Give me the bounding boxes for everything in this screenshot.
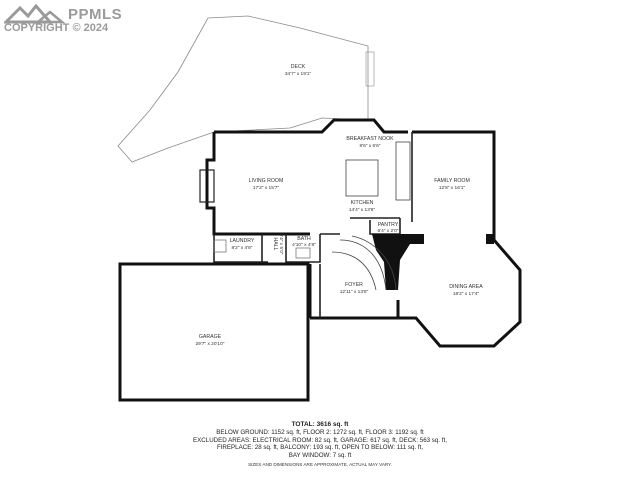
room-label-living-room: LIVING ROOM — [249, 178, 284, 184]
room-dims-laundry: 8'2" x 4'8" — [232, 245, 253, 251]
watermark-brand: PPMLS — [68, 6, 123, 23]
room-label-family-room: FAMILY ROOM — [434, 178, 470, 184]
deck-area — [117, 15, 369, 163]
room-dims-pantry: 6'4" x 2'0" — [378, 228, 399, 234]
room-label-bath: BATH — [297, 236, 311, 242]
disclaimer: SIZES AND DIMENSIONS ARE APPROXIMATE, AC… — [248, 462, 392, 467]
room-dims-bath: 4'10" x 4'8" — [292, 242, 316, 248]
room-label-garage: GARAGE — [199, 334, 222, 340]
kitchen-counter — [395, 141, 411, 201]
total-area: TOTAL: 3616 sq. ft — [291, 421, 349, 428]
stair — [331, 234, 424, 291]
summary-line-2: EXCLUDED AREAS: ELECTRICAL ROOM: 82 sq. … — [193, 436, 447, 444]
room-label-laundry: LAUNDRY — [230, 238, 255, 244]
room-label-deck: DECK — [291, 64, 306, 70]
pillar — [486, 234, 494, 244]
room-dims-hall: 3'4" x 5'0" — [278, 234, 284, 255]
room-label-kitchen: KITCHEN — [351, 200, 374, 206]
room-dims-foyer: 12'11" x 13'8" — [340, 289, 369, 295]
area-summary: TOTAL: 3616 sq. ft BELOW GROUND: 1152 sq… — [0, 421, 640, 459]
room-label-hall: HALL — [272, 238, 278, 251]
summary-line-1: BELOW GROUND: 1152 sq. ft, FLOOR 2: 1272… — [216, 429, 424, 436]
room-dims-dining-area: 18'2" x 17'4" — [453, 291, 480, 297]
fireplace — [199, 169, 215, 203]
bath-fixture — [295, 247, 311, 259]
room-label-pantry: PANTRY — [378, 222, 399, 228]
room-dims-family-room: 12'8" x 16'1" — [439, 185, 466, 191]
laundry-machine — [213, 239, 227, 253]
deck-stairs — [365, 51, 375, 87]
room-dims-deck: 34'7" x 19'1" — [285, 71, 312, 77]
summary-line-4: BAY WINDOW: 7 sq. ft — [288, 451, 352, 459]
watermark-logo — [2, 3, 134, 38]
room-dims-living-room: 17'2" x 15'7" — [253, 185, 280, 191]
watermark-copyright: COPYRIGHT © 2024 — [4, 22, 109, 34]
room-dims-garage: 29'7" x 20'10" — [196, 341, 225, 347]
room-label-breakfast-nook: BREAKFAST NOOK — [346, 136, 394, 142]
room-dims-kitchen: 14'4" x 13'8" — [349, 207, 376, 213]
main-house-walls — [205, 118, 522, 348]
room-label-foyer: FOYER — [345, 282, 363, 288]
kitchen-island — [345, 159, 379, 197]
room-dims-breakfast-nook: 8'6" x 6'6" — [360, 143, 381, 149]
mountain-logo-icon — [2, 3, 66, 24]
room-label-dining-area: DINING AREA — [449, 284, 483, 290]
garage-walls — [118, 262, 310, 402]
summary-line-3: FIREPLACE: 28 sq. ft, BALCONY: 193 sq. f… — [216, 444, 424, 452]
